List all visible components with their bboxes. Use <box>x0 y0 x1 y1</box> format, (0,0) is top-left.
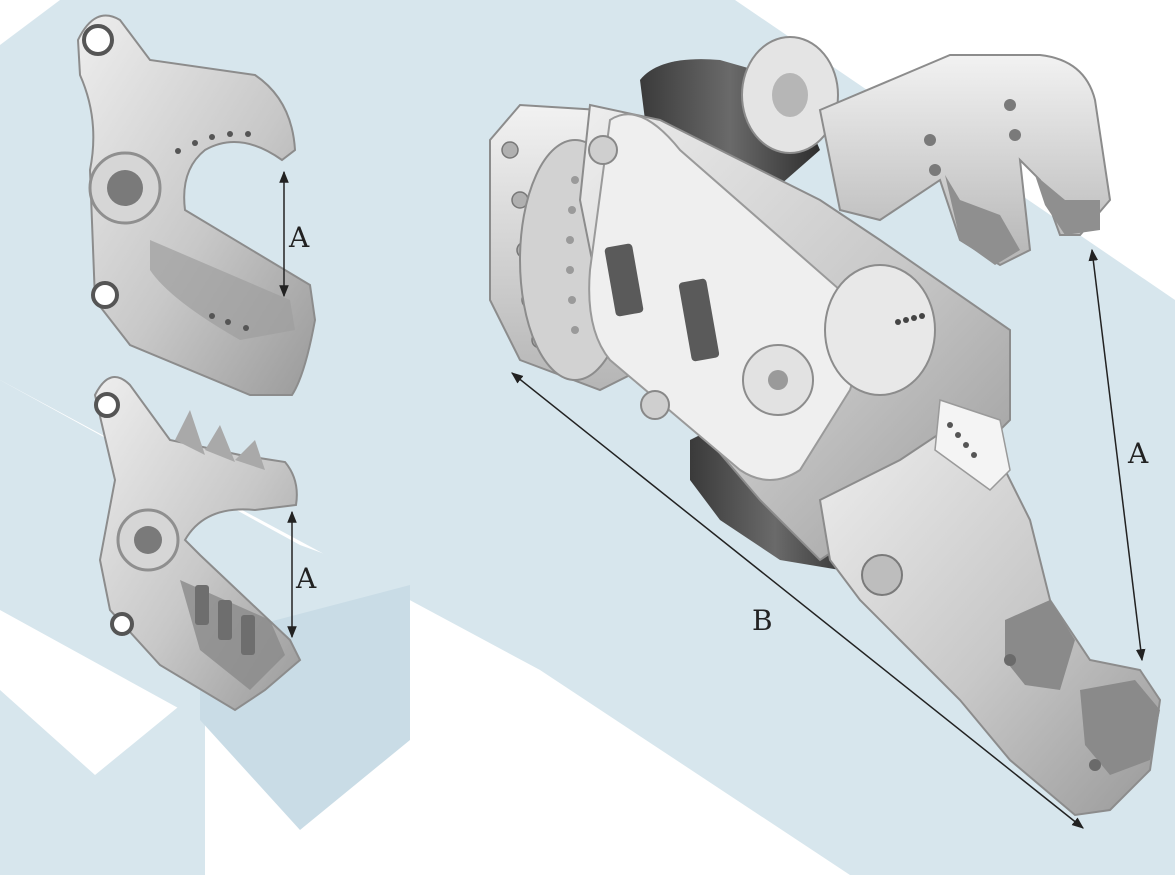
bottom-jaw-attachment <box>93 376 302 712</box>
dimension-lines <box>279 170 1146 829</box>
bottom-jaw-gap-label: A <box>295 562 317 595</box>
main-jaw-gap-label: A <box>1127 437 1149 470</box>
main-jaw-gap-line <box>1088 248 1146 662</box>
main-length-line <box>511 372 1084 829</box>
main-length-label: B <box>752 604 773 637</box>
top-jaw-attachment <box>76 14 317 396</box>
top-jaw-gap-label: A <box>288 221 310 254</box>
